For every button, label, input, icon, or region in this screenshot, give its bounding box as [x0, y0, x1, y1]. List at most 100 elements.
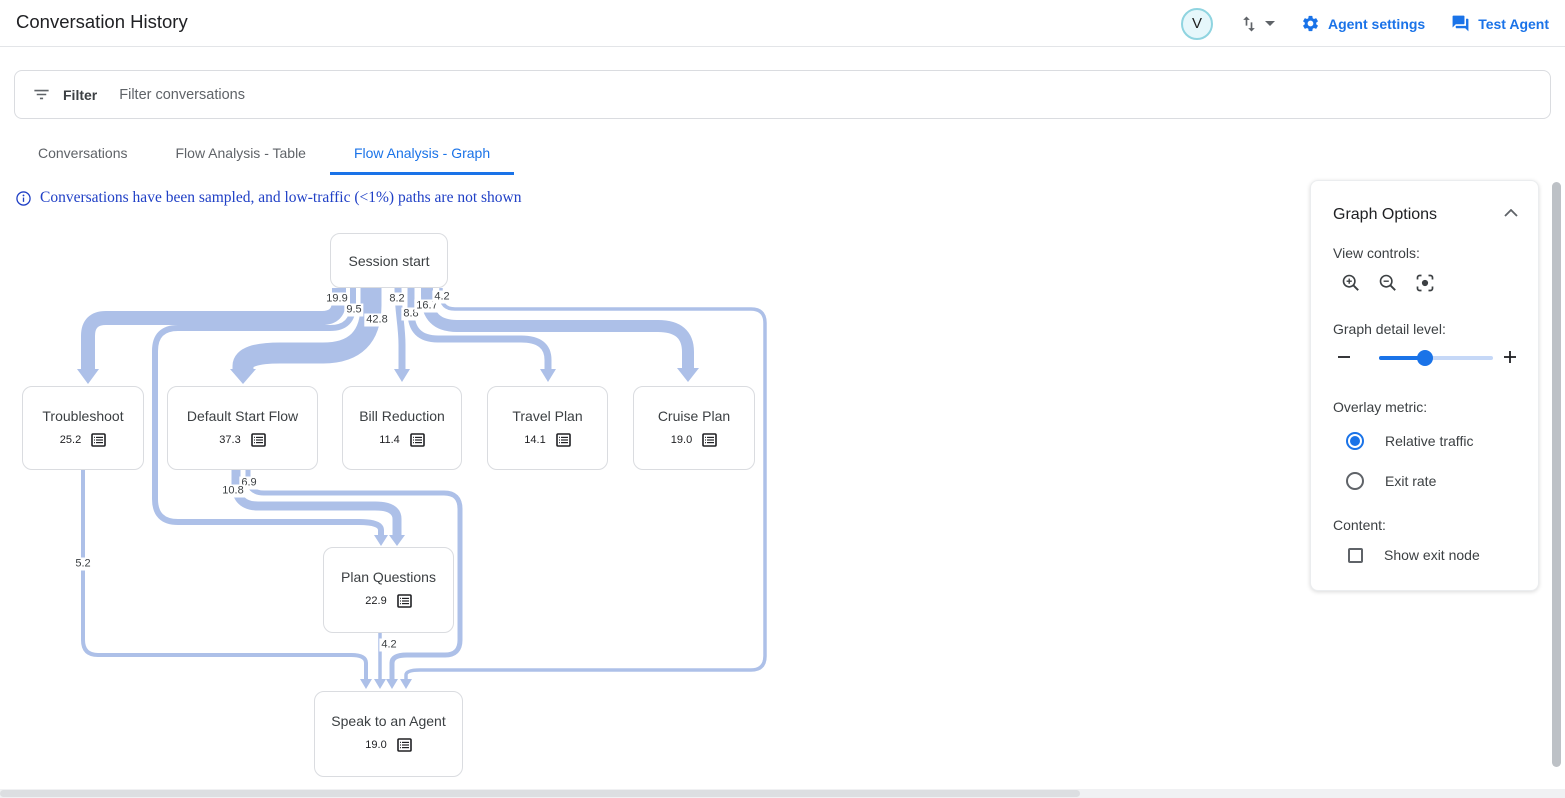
node-value: 19.0: [365, 739, 387, 751]
node-troubleshoot[interactable]: Troubleshoot 25.2: [22, 386, 144, 470]
arrowhead-speak-3: [386, 679, 398, 689]
chat-icon: [1451, 14, 1470, 33]
table-icon[interactable]: [396, 738, 412, 752]
sampling-notice-text: Conversations have been sampled, and low…: [40, 189, 522, 206]
edge-label: 42.8: [364, 313, 390, 327]
gear-icon: [1301, 14, 1320, 33]
content-label: Content:: [1333, 517, 1386, 533]
view-controls: [1341, 273, 1435, 293]
tab-bar: Conversations Flow Analysis - Table Flow…: [14, 133, 515, 175]
radio-relative-traffic[interactable]: Relative traffic: [1346, 432, 1473, 450]
node-title: Default Start Flow: [186, 408, 299, 424]
arrowhead-travel-plan: [540, 369, 556, 382]
tab-flow-analysis-graph[interactable]: Flow Analysis - Graph: [329, 133, 515, 175]
table-icon[interactable]: [555, 433, 571, 447]
import-export-control[interactable]: [1239, 14, 1275, 34]
table-icon[interactable]: [91, 433, 107, 447]
edge-default-to-speak-to-agent: [245, 470, 463, 679]
node-value: 25.2: [59, 434, 82, 446]
table-icon[interactable]: [396, 594, 412, 608]
edge-session-to-cruise-plan: [421, 288, 694, 368]
checkbox-label: Show exit node: [1384, 547, 1480, 563]
node-title: Plan Questions: [341, 569, 436, 585]
increase-detail-button[interactable]: [1501, 348, 1519, 366]
test-agent-label: Test Agent: [1478, 15, 1549, 32]
node-cruise-plan[interactable]: Cruise Plan 19.0: [633, 386, 755, 470]
horizontal-scrollbar-track: [0, 789, 1565, 798]
filter-conversations-input[interactable]: Filter Filter conversations: [14, 70, 1551, 119]
arrowhead-default-start-flow: [230, 369, 256, 384]
node-plan-questions[interactable]: Plan Questions 22.9: [323, 547, 454, 633]
sampling-notice: Conversations have been sampled, and low…: [16, 189, 522, 207]
edge-session-to-travel-plan: [407, 288, 552, 369]
arrowhead-speak-2: [374, 679, 386, 689]
edge-session-to-troubleshoot: [81, 288, 346, 369]
agent-settings-label: Agent settings: [1327, 15, 1426, 32]
tab-conversations[interactable]: Conversations: [38, 144, 128, 161]
header: Conversation History V Agent settings: [0, 0, 1565, 47]
filter-placeholder: Filter conversations: [119, 86, 245, 103]
show-exit-node-checkbox[interactable]: Show exit node: [1348, 547, 1480, 563]
edge-label: 5.2: [73, 557, 93, 571]
tab-flow-analysis-table[interactable]: Flow Analysis - Table: [175, 144, 306, 161]
node-session-start[interactable]: Session start: [330, 233, 448, 288]
table-icon[interactable]: [250, 433, 266, 447]
node-title: Travel Plan: [512, 408, 583, 424]
test-agent-button[interactable]: Test Agent: [1451, 14, 1549, 33]
zoom-out-icon[interactable]: [1378, 273, 1398, 293]
table-icon[interactable]: [409, 433, 425, 447]
header-actions: V Agent settings Test Agent: [1180, 0, 1549, 47]
node-title: Session start: [348, 252, 430, 269]
graph-options-panel: Graph Options View controls: Graph detai…: [1310, 180, 1539, 591]
table-icon[interactable]: [702, 433, 718, 447]
filter-icon[interactable]: [32, 85, 51, 104]
node-speak-to-an-agent[interactable]: Speak to an Agent 19.0: [314, 691, 463, 777]
node-title: Speak to an Agent: [331, 713, 446, 729]
arrowhead-troubleshoot: [77, 369, 99, 384]
node-bill-reduction[interactable]: Bill Reduction 11.4: [342, 386, 462, 470]
graph-options-title: Graph Options: [1333, 206, 1438, 223]
arrowhead-speak-1: [360, 679, 372, 689]
info-icon: [16, 190, 31, 206]
vertical-scrollbar[interactable]: [1552, 182, 1561, 767]
node-value: 11.4: [379, 434, 400, 446]
avatar[interactable]: V: [1180, 7, 1213, 40]
node-title: Troubleshoot: [42, 408, 124, 424]
arrowhead-speak-4: [400, 679, 412, 689]
overlay-metric-label: Overlay metric:: [1333, 399, 1428, 415]
collapse-chevron-up-icon[interactable]: [1504, 209, 1518, 217]
edge-session-to-plan-questions: [152, 288, 384, 535]
node-value: 22.9: [365, 595, 387, 607]
radio-label: Relative traffic: [1385, 433, 1474, 449]
edge-label: 8.2: [387, 292, 407, 306]
edge-session-to-speak-to-agent: [404, 288, 767, 679]
arrowhead-cruise-plan: [677, 368, 699, 382]
arrowhead-bill-reduction: [394, 369, 410, 382]
arrowhead-plan-questions-right: [389, 535, 405, 546]
node-default-start-flow[interactable]: Default Start Flow 37.3: [167, 386, 318, 470]
detail-slider-fill: [1379, 356, 1425, 360]
chevron-down-icon[interactable]: [1264, 21, 1275, 26]
node-value: 19.0: [670, 434, 693, 446]
center-focus-icon[interactable]: [1415, 273, 1435, 293]
radio-icon: [1346, 472, 1364, 490]
radio-exit-rate[interactable]: Exit rate: [1346, 472, 1436, 490]
decrease-detail-button[interactable]: [1335, 348, 1353, 366]
horizontal-scrollbar[interactable]: [0, 790, 1080, 797]
zoom-in-icon[interactable]: [1341, 273, 1361, 293]
edge-label: 9.5: [344, 303, 364, 317]
detail-slider-track[interactable]: [1379, 350, 1493, 366]
node-title: Cruise Plan: [657, 408, 731, 424]
edge-label: 4.2: [432, 290, 452, 304]
edge-label: 4.2: [379, 638, 399, 652]
avatar-initial: V: [1191, 15, 1202, 32]
import-export-icon[interactable]: [1239, 14, 1259, 34]
radio-label: Exit rate: [1385, 473, 1437, 489]
agent-settings-button[interactable]: Agent settings: [1301, 14, 1425, 33]
node-travel-plan[interactable]: Travel Plan 14.1: [487, 386, 608, 470]
detail-slider-thumb[interactable]: [1416, 350, 1433, 366]
view-controls-label: View controls:: [1333, 245, 1420, 261]
radio-icon: [1346, 432, 1364, 450]
graph-detail-level-label: Graph detail level:: [1333, 321, 1446, 337]
